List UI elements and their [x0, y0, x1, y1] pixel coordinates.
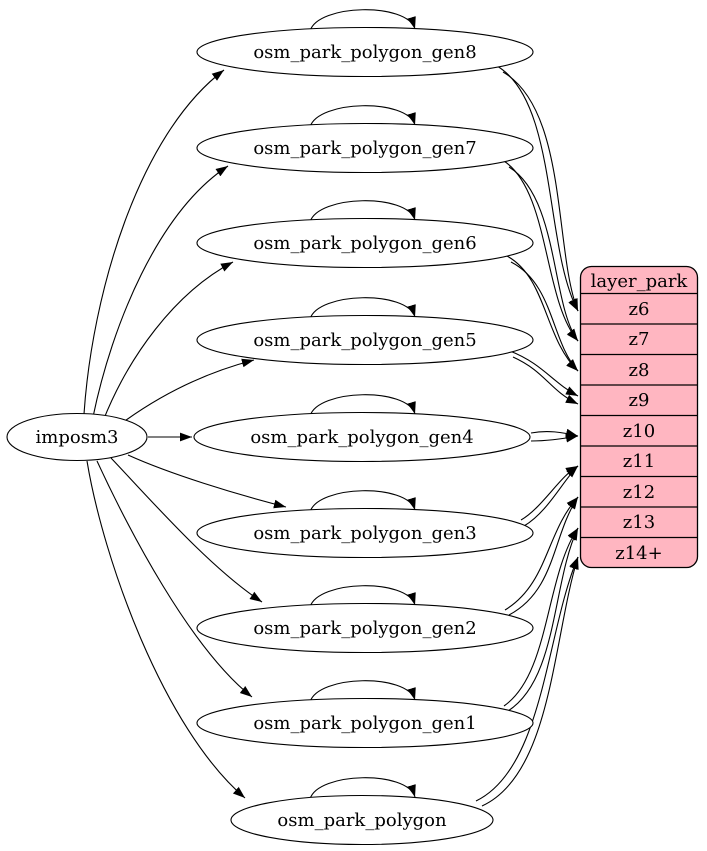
edge-imposm3-gen3 [127, 454, 287, 509]
edge-base-z14-1 [475, 556, 579, 802]
node-osm-park-polygon: osm_park_polygon [230, 794, 494, 846]
edge-gen8-z6-1 [496, 65, 579, 312]
imposm3-label: imposm3 [36, 427, 119, 448]
edge-gen1-z13-1 [503, 527, 579, 707]
node-osm-park-polygon-gen2: osm_park_polygon_gen2 [196, 602, 534, 654]
edge-gen6-z8-2 [510, 261, 579, 372]
layer-park-row-z12: z12 [623, 482, 655, 503]
gen2-label: osm_park_polygon_gen2 [253, 618, 476, 639]
gen5-label: osm_park_polygon_gen5 [253, 330, 476, 351]
gen7-label: osm_park_polygon_gen7 [253, 138, 476, 159]
node-osm-park-polygon-gen5: osm_park_polygon_gen5 [196, 314, 534, 366]
layer-park-row-z8: z8 [629, 360, 650, 381]
layer-park-box [579, 265, 699, 569]
layer-park-row-z10: z10 [623, 421, 655, 442]
node-osm-park-polygon-gen8: osm_park_polygon_gen8 [196, 26, 534, 78]
edge-imposm3-base [86, 460, 246, 799]
edge-imposm3-gen8 [83, 69, 225, 415]
edge-imposm3-gen2 [110, 457, 263, 603]
edge-imposm3-gen5 [117, 358, 255, 427]
node-osm-park-polygon-gen6: osm_park_polygon_gen6 [196, 217, 534, 269]
self-loop-gen6 [309, 200, 416, 223]
edge-gen5-z9-2 [512, 356, 579, 405]
edge-gen4-z10-1 [530, 428, 579, 438]
self-loop-gen7 [309, 105, 416, 128]
edge-gen3-z11-2 [523, 465, 579, 527]
node-layer-park: layer_park z6 z7 z8 z9 z10 z11 z12 z13 z… [579, 265, 699, 569]
self-loop-base [309, 777, 416, 800]
layer-park-row-z7: z7 [629, 329, 650, 350]
edge-gen2-z12-1 [504, 496, 579, 611]
gen4-label: osm_park_polygon_gen4 [250, 427, 473, 448]
node-osm-park-polygon-gen3: osm_park_polygon_gen3 [196, 507, 534, 559]
self-loop-gen8 [309, 9, 416, 32]
layer-park-row-z13: z13 [623, 512, 655, 533]
edge-base-z14-2 [481, 556, 579, 807]
self-loop-gen3 [309, 490, 416, 513]
edge-gen6-z8-1 [506, 255, 579, 372]
self-loop-gen4 [309, 394, 416, 417]
edge-gen7-z7-1 [503, 160, 579, 342]
edge-gen1-z13-2 [507, 527, 579, 712]
gen1-label: osm_park_polygon_gen1 [253, 713, 476, 734]
gen3-label: osm_park_polygon_gen3 [253, 523, 476, 544]
self-loop-gen5 [309, 297, 416, 320]
imposm3-ellipse [6, 412, 148, 462]
edge-imposm3-gen1 [96, 460, 253, 698]
edge-gen4-z10-2 [530, 433, 579, 443]
node-osm-park-polygon-gen4: osm_park_polygon_gen4 [193, 411, 531, 463]
node-osm-park-polygon-gen7: osm_park_polygon_gen7 [196, 122, 534, 174]
edge-gen2-z12-2 [508, 496, 579, 616]
gen6-label: osm_park_polygon_gen6 [253, 233, 476, 254]
self-loop-gen1 [309, 680, 416, 703]
self-loop-gen2 [309, 585, 416, 608]
edge-imposm3-gen6 [102, 261, 234, 422]
edge-gen5-z9-1 [509, 350, 579, 397]
edge-gen8-z6-2 [502, 71, 579, 312]
layer-park-row-z9: z9 [629, 390, 650, 411]
base-label: osm_park_polygon [277, 810, 447, 831]
edge-gen7-z7-2 [508, 166, 579, 342]
node-imposm3: imposm3 [6, 412, 148, 462]
layer-park-title: layer_park [591, 271, 689, 292]
node-osm-park-polygon-gen1: osm_park_polygon_gen1 [196, 697, 534, 749]
layer-park-row-z14: z14+ [615, 543, 662, 564]
layer-park-row-z6: z6 [629, 299, 650, 320]
edge-imposm3-gen7 [92, 165, 229, 418]
gen8-label: osm_park_polygon_gen8 [253, 42, 476, 63]
layer-park-row-z11: z11 [623, 451, 655, 472]
